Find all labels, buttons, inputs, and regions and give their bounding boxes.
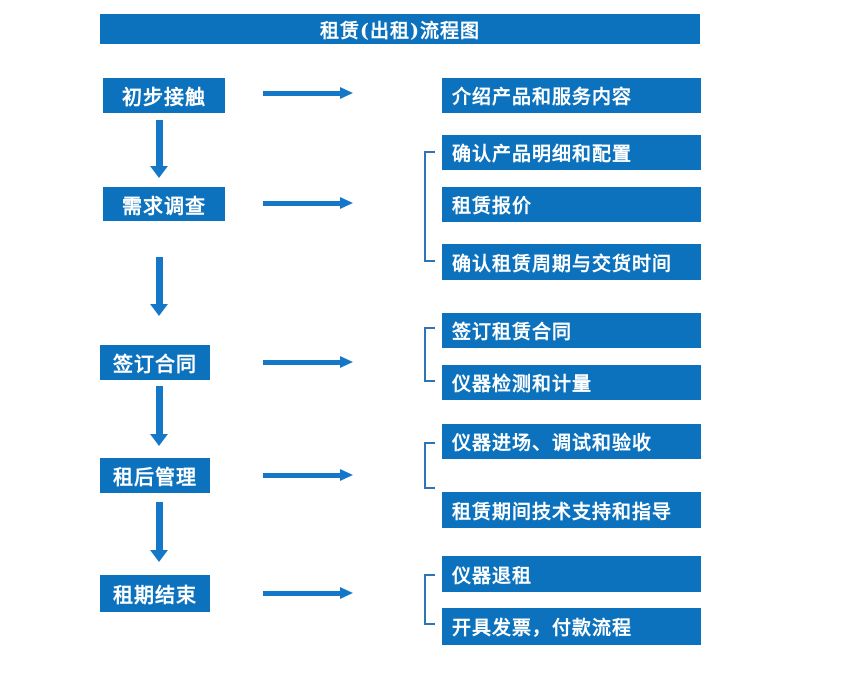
right-arrow-2 bbox=[263, 197, 353, 210]
arrow-shaft bbox=[263, 91, 340, 96]
detail-box-instrument-return: 仪器退租 bbox=[442, 556, 701, 592]
detail-box-confirm-rental-period: 确认租赁周期与交货时间 bbox=[442, 244, 701, 280]
group-bracket-1 bbox=[424, 151, 435, 262]
down-arrow-4 bbox=[150, 502, 168, 562]
arrow-head bbox=[340, 587, 353, 599]
down-arrow-3 bbox=[150, 386, 168, 446]
arrow-head bbox=[340, 356, 353, 368]
stage-box-initial-contact: 初步接触 bbox=[103, 78, 225, 113]
stage-box-sign-contract: 签订合同 bbox=[100, 345, 210, 380]
right-arrow-5 bbox=[263, 587, 353, 600]
flowchart-title: 租赁(出租)流程图 bbox=[100, 14, 700, 44]
arrow-head bbox=[340, 87, 353, 99]
detail-box-rental-quote: 租赁报价 bbox=[442, 187, 701, 222]
arrow-shaft bbox=[155, 257, 163, 304]
arrow-head bbox=[150, 304, 168, 316]
detail-box-confirm-product-details: 确认产品明细和配置 bbox=[442, 135, 701, 170]
right-arrow-3 bbox=[263, 356, 353, 369]
arrow-head bbox=[340, 469, 353, 481]
down-arrow-1 bbox=[150, 120, 168, 178]
arrow-shaft bbox=[155, 502, 163, 550]
group-bracket-2 bbox=[424, 327, 435, 382]
right-arrow-4 bbox=[263, 469, 353, 482]
stage-box-demand-survey: 需求调查 bbox=[103, 187, 225, 221]
detail-box-instrument-testing: 仪器检测和计量 bbox=[442, 365, 701, 400]
group-bracket-3 bbox=[424, 442, 435, 489]
arrow-head bbox=[150, 550, 168, 562]
arrow-shaft bbox=[155, 120, 163, 166]
down-arrow-2 bbox=[150, 257, 168, 316]
arrow-shaft bbox=[263, 201, 340, 206]
detail-box-invoice-payment: 开具发票，付款流程 bbox=[442, 608, 701, 645]
arrow-head bbox=[340, 197, 353, 209]
arrow-shaft bbox=[263, 360, 340, 365]
arrow-shaft bbox=[263, 591, 340, 596]
arrow-head bbox=[150, 434, 168, 446]
detail-box-introduce-products: 介绍产品和服务内容 bbox=[442, 78, 701, 113]
stage-box-post-rental-management: 租后管理 bbox=[100, 458, 210, 493]
arrow-shaft bbox=[155, 386, 163, 434]
arrow-head bbox=[150, 166, 168, 178]
detail-box-sign-rental-contract: 签订租赁合同 bbox=[442, 313, 701, 348]
detail-box-technical-support: 租赁期间技术支持和指导 bbox=[442, 492, 701, 528]
arrow-shaft bbox=[263, 473, 340, 478]
stage-box-lease-end: 租期结束 bbox=[100, 575, 210, 612]
right-arrow-1 bbox=[263, 87, 353, 100]
group-bracket-4 bbox=[424, 574, 435, 625]
detail-box-instrument-setup: 仪器进场、调试和验收 bbox=[442, 424, 701, 459]
